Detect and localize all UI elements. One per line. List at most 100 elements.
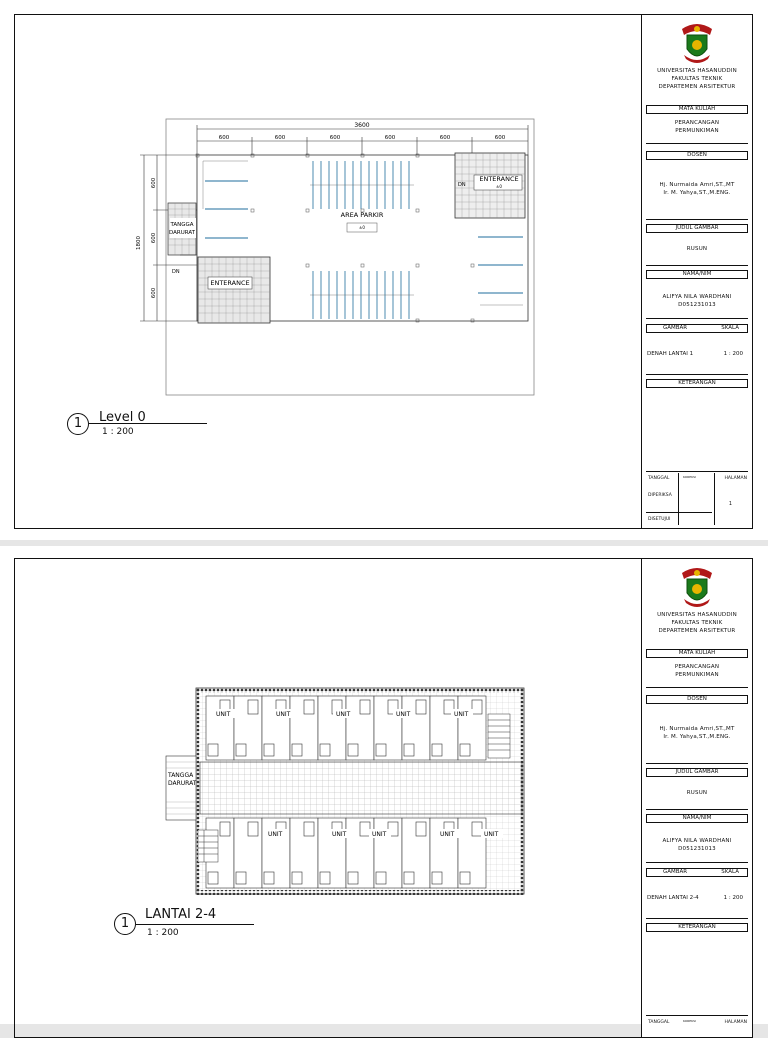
unit-label-bg (329, 829, 351, 838)
faculty-name: FAKULTAS TEKNIK (671, 620, 723, 626)
unit-label: UNIT (484, 831, 499, 838)
bed (415, 821, 427, 837)
unit-label: UNIT (268, 831, 283, 838)
dim-left-3: 600 (151, 287, 157, 298)
bed (415, 699, 427, 715)
bathroom (375, 743, 387, 757)
unit-label-bg (273, 709, 295, 718)
bed (471, 699, 483, 715)
unit-label-bg (265, 829, 287, 838)
gambar-skala-header: GAMBAR SKALA (646, 868, 748, 877)
student-name: ALIFYA NILA WARDHANI (662, 294, 732, 300)
skala-value: 1 : 200 (723, 351, 743, 357)
enterance-level-1: ±0 (496, 184, 502, 189)
drawing-title: RUSUN (686, 246, 708, 252)
halaman-value: 1 (728, 501, 732, 507)
dim-bay-3: 600 (330, 135, 341, 141)
bathroom (431, 743, 443, 757)
unit-label: UNIT (396, 711, 411, 718)
tangga-label-1: TANGGA (169, 222, 193, 228)
bathroom (291, 743, 303, 757)
sheet-1: UNIVERSITAS HASANUDDIN FAKULTAS TEKNIK D… (0, 0, 768, 540)
unit-label: UNIT (440, 831, 455, 838)
dn-label-2: DN (172, 269, 180, 275)
course-header: MATA KULIAH (646, 649, 748, 658)
bathroom (347, 743, 359, 757)
dim-bay-1: 600 (219, 135, 230, 141)
sheet-2: UNIVERSITAS HASANUDDIN FAKULTAS TEKNIK D… (0, 546, 768, 1038)
view-scale: 1 : 200 (102, 427, 134, 437)
course-header: MATA KULIAH (646, 105, 748, 114)
student-nim: D051231013 (678, 846, 716, 852)
course-line-1: PERANCANGAN (674, 664, 720, 670)
darurat-label-1: DARURAT (169, 230, 196, 236)
dim-left-2: 600 (151, 232, 157, 243)
drawing-title-header: JUDUL GAMBAR (646, 224, 748, 233)
bathroom (207, 871, 219, 885)
disetujui-label: DISETUJUI (648, 517, 671, 522)
bed (359, 699, 371, 715)
unit-label: UNIT (332, 831, 347, 838)
name-header: NAMA/NIM (646, 270, 748, 279)
university-logo (680, 565, 714, 609)
bed (303, 699, 315, 715)
unit-label-bg (393, 709, 415, 718)
bathroom (235, 871, 247, 885)
dim-bay-5: 600 (440, 135, 451, 141)
enterance-label-2: ENTERANCE (210, 279, 249, 287)
drawing-title-header: JUDUL GAMBAR (646, 768, 748, 777)
floor-plan-level-0: 3600 600 600 600 600 600 600 1800 600 60… (136, 118, 535, 396)
university-logo (680, 21, 714, 65)
unit-label-bg (369, 829, 391, 838)
bathroom (431, 871, 443, 885)
dim-bay-2: 600 (275, 135, 286, 141)
bathroom (263, 743, 275, 757)
emergency-stair: TANGGA DARURAT (165, 755, 197, 821)
unit-label-bg (213, 709, 235, 718)
lecturer-header: DOSEN (646, 695, 748, 704)
bathroom (263, 871, 275, 885)
gambar-value: DENAH LANTAI 1 (647, 351, 694, 357)
dim-left-total: 1800 (136, 236, 142, 250)
course-line-2: PERMUNKIMAN (675, 672, 719, 678)
bathroom (459, 743, 471, 757)
student-name: ALIFYA NILA WARDHANI (662, 838, 732, 844)
koreksi-label: KOREKSI (683, 475, 696, 479)
course-line-2: PERMUNKIMAN (675, 128, 719, 134)
unit-label-bg (437, 829, 459, 838)
unit-cell (429, 695, 459, 761)
view-number-circle: 1 (67, 413, 89, 435)
keterangan-header: KETERANGAN (646, 923, 748, 932)
lecturer-2: Ir. M. Yahya,ST.,M.ENG. (663, 734, 731, 740)
bed (219, 821, 231, 837)
bathroom (291, 871, 303, 885)
dim-left-1: 600 (151, 177, 157, 188)
gambar-value: DENAH LANTAI 2-4 (647, 895, 699, 901)
gambar-skala-header: GAMBAR SKALA (646, 324, 748, 333)
bathroom (347, 871, 359, 885)
tanggal-label: TANGGAL (648, 1020, 670, 1025)
university-name: UNIVERSITAS HASANUDDIN (657, 68, 737, 74)
stair-left (197, 829, 219, 863)
lecturer-2: Ir. M. Yahya,ST.,M.ENG. (663, 190, 731, 196)
name-header: NAMA/NIM (646, 814, 748, 823)
bathroom (319, 743, 331, 757)
keterangan-header: KETERANGAN (646, 379, 748, 388)
bathroom (403, 743, 415, 757)
drawing-title: RUSUN (686, 790, 708, 796)
view-title-block-1: 1 Level 0 1 : 200 (67, 410, 207, 440)
unit-label: UNIT (216, 711, 231, 718)
view-title-block-2: 1 LANTAI 2-4 1 : 200 (114, 907, 254, 938)
dim-bay-6: 600 (495, 135, 506, 141)
bed (303, 821, 315, 837)
emergency-stair-left: TANGGA DARURAT DN (167, 202, 197, 275)
dn-label-1: DN (458, 182, 466, 188)
bathroom (235, 743, 247, 757)
halaman-label: HALAMAN (724, 1020, 747, 1025)
diperiksa-label: DIPERIKSA (648, 493, 672, 498)
faculty-name: FAKULTAS TEKNIK (671, 76, 723, 82)
lecturer-1: Hj. Nurmaida Amri,ST.,MT (659, 182, 735, 188)
dim-bay-4: 600 (385, 135, 396, 141)
unit-cell (205, 695, 235, 761)
halaman-label: HALAMAN (724, 476, 747, 481)
